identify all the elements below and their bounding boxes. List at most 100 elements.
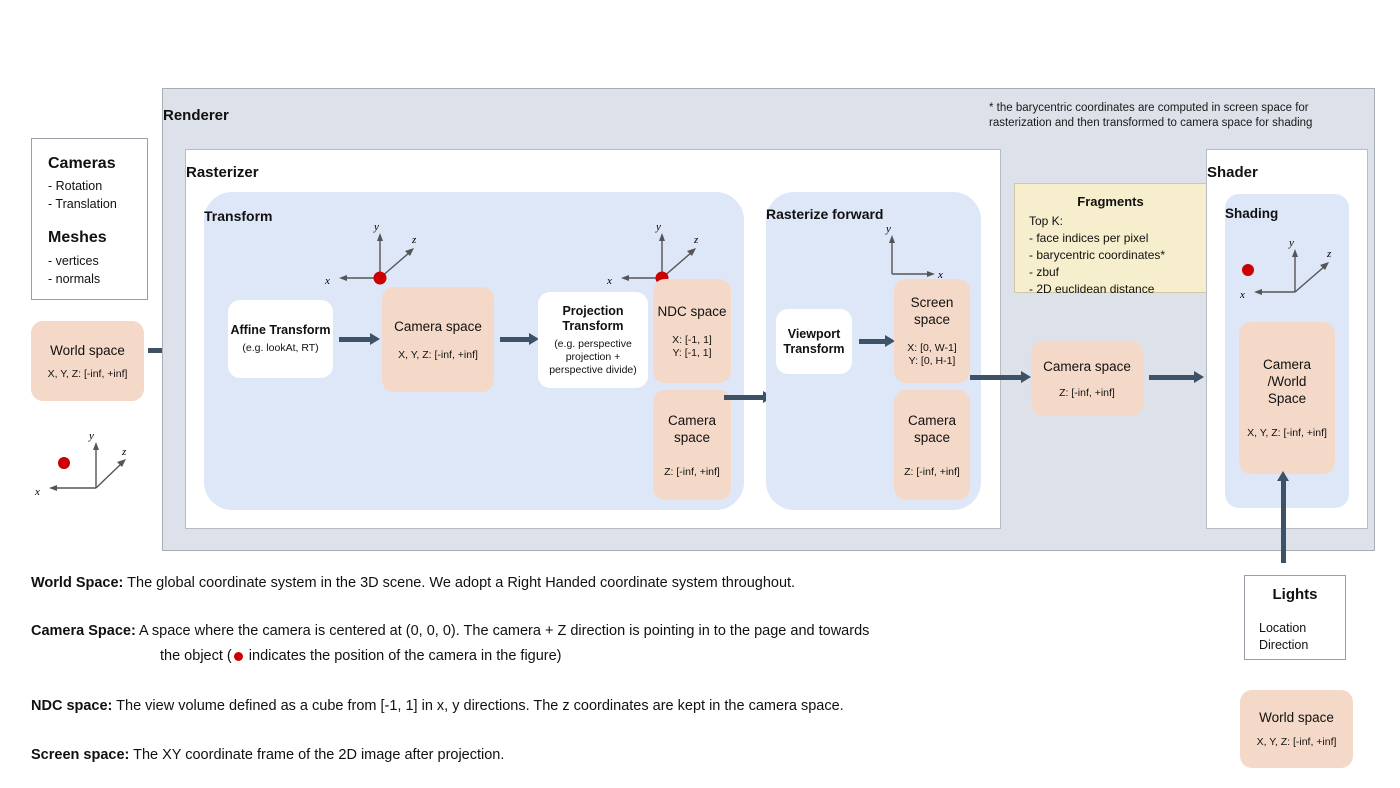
camera-space-title: Camera space [394, 318, 482, 334]
axis-label-y: y [88, 430, 94, 442]
screen-space-title: Screen space [910, 295, 954, 327]
world-space-left-title: World space [50, 342, 125, 358]
arrow-viewport-to-screen [859, 335, 895, 347]
world-axes-gizmo: y x z [34, 430, 127, 498]
affine-transform-title: Affine Transform [230, 323, 331, 337]
camera-world-line3: Space [1267, 391, 1307, 406]
camera-space-rastfwd-title: Camera space [907, 412, 956, 445]
screen-space-box: Screen space X: [0, W-1] Y: [0, H-1] [894, 279, 970, 383]
camera-space-rastfwd-range: Z: [-inf, +inf] [904, 465, 960, 478]
camera-world-range: X, Y, Z: [-inf, +inf] [1247, 427, 1327, 439]
world-space-box-left: World space X, Y, Z: [-inf, +inf] [31, 321, 144, 401]
screen-range-x: X: [0, W-1] [907, 342, 957, 354]
ndc-range-x: X: [-1, 1] [672, 333, 712, 346]
lights-item-direction: Direction [1259, 638, 1309, 652]
screen-axes-gizmo: y x [885, 223, 943, 281]
axis-label-y: y [1288, 237, 1294, 249]
affine-transform-box[interactable]: Affine Transform (e.g. lookAt, RT) [228, 300, 333, 378]
transform-title: Transform [204, 208, 273, 224]
legend-ndc-space-term: NDC space: [31, 698, 113, 714]
camera-space-box-mid: Camera space Z: [-inf, +inf] [1031, 341, 1143, 416]
fragments-box: Fragments Top K: - face indices per pixe… [1014, 183, 1207, 296]
shading-axes-gizmo: y x z [1239, 237, 1332, 301]
lights-title: Lights [1272, 586, 1318, 603]
legend-camera-space: Camera Space: A space where the camera i… [31, 621, 1101, 642]
fragments-item-distance: - 2D euclidean distance [1029, 282, 1155, 296]
axis-label-x: x [606, 275, 612, 287]
camera-space-mid-title: Camera space [1043, 358, 1131, 374]
camera-world-line1: Camera [1262, 357, 1311, 372]
legend-ndc-space-text: The view volume defined as a cube from [… [112, 698, 844, 714]
rasterize-forward-title: Rasterize forward [766, 206, 884, 222]
world-space-box-right: World space X, Y, Z: [-inf, +inf] [1240, 690, 1353, 768]
camera-space-mid-range: Z: [-inf, +inf] [1059, 386, 1115, 399]
transform-panel: Transform y x z [204, 192, 744, 510]
axis-label-x: x [324, 275, 330, 287]
camera-space-range: X, Y, Z: [-inf, +inf] [398, 348, 478, 361]
rasterizer-panel: Rasterizer Transform y x z [185, 149, 1001, 529]
meshes-title: Meshes [48, 229, 107, 246]
meshes-item-vertices: - vertices [48, 254, 99, 268]
projection-transform-box[interactable]: Projection Transform (e.g. perspective p… [538, 292, 648, 388]
arrow-lights-to-shader [1276, 471, 1289, 563]
fragments-item-barycentric: - barycentric coordinates* [1029, 248, 1166, 262]
viewport-transform-title: Viewport Transform [783, 326, 845, 356]
world-space-right-title: World space [1259, 710, 1334, 725]
shader-panel: Shader Shading y x z Camera /World Space [1206, 149, 1368, 529]
red-dot-icon [233, 651, 243, 661]
fragments-lead: Top K: [1029, 214, 1064, 228]
ndc-space-box: NDC space X: [-1, 1] Y: [-1, 1] [653, 279, 731, 383]
shading-title: Shading [1225, 206, 1279, 221]
ndc-range-y: Y: [-1, 1] [672, 346, 712, 359]
axis-label-x: x [937, 269, 943, 281]
lights-item-location: Location [1259, 621, 1307, 635]
fragments-item-faces: - face indices per pixel [1029, 231, 1149, 245]
legend-ndc-space: NDC space: The view volume defined as a … [31, 696, 1101, 717]
axis-label-z: z [121, 446, 127, 458]
arrow-camera-to-projection [500, 333, 539, 345]
camera-space2-range: Z: [-inf, +inf] [664, 465, 720, 478]
arrow-rasterizer-to-camera-space [970, 371, 1031, 383]
camera-world-line2: /World [1267, 374, 1307, 389]
transform-axes-gizmo: y x z [324, 221, 417, 287]
world-space-left-range: X, Y, Z: [-inf, +inf] [47, 367, 128, 380]
world-space-right-range: X, Y, Z: [-inf, +inf] [1256, 736, 1337, 748]
legend-camera-space-line2: the object ( indicates the position of t… [160, 646, 1100, 667]
fragments-title: Fragments [1077, 194, 1144, 209]
legend-camera-line2-pre: the object ( [160, 648, 232, 664]
axis-label-y: y [885, 223, 891, 235]
projection-transform-title: Projection Transform [562, 303, 624, 333]
screen-range-y: Y: [0, H-1] [908, 355, 956, 367]
camera-space-box-rastfwd: Camera space Z: [-inf, +inf] [894, 390, 970, 500]
ndc-space-title: NDC space [657, 303, 727, 319]
camera-space-box-transform: Camera space X, Y, Z: [-inf, +inf] [382, 287, 494, 392]
rasterize-forward-panel: Rasterize forward y x Viewport Transform… [766, 192, 981, 510]
legend-world-space-term: World Space: [31, 575, 124, 591]
axis-label-z: z [1326, 248, 1332, 260]
axis-label-z: z [411, 234, 417, 246]
legend-camera-line2-post: indicates the position of the camera in … [244, 648, 562, 664]
meshes-item-normals: - normals [48, 272, 101, 286]
axis-label-x: x [1239, 289, 1245, 301]
viewport-transform-box[interactable]: Viewport Transform [776, 309, 852, 374]
axis-label-y: y [373, 221, 379, 233]
legend-screen-space-term: Screen space: [31, 747, 130, 763]
arrow-transform-to-rastfwd [724, 391, 773, 403]
fragments-item-zbuf: - zbuf [1029, 265, 1060, 279]
shading-panel: Shading y x z Camera /World Space X, Y, … [1225, 194, 1349, 508]
projection-transform-sub: (e.g. perspective projection + perspecti… [549, 337, 637, 376]
arrow-affine-to-camera [339, 333, 380, 345]
cameras-item-rotation: - Rotation [48, 179, 103, 193]
rasterizer-title: Rasterizer [186, 164, 259, 181]
camera-space2-title-l1: Camera space [667, 412, 716, 445]
legend-world-space-text: The global coordinate system in the 3D s… [123, 575, 796, 591]
affine-transform-sub: (e.g. lookAt, RT) [242, 342, 319, 354]
legend-screen-space-text: The XY coordinate frame of the 2D image … [129, 747, 505, 763]
cameras-item-translation: - Translation [48, 197, 117, 211]
shader-title: Shader [1207, 164, 1258, 181]
axis-label-x: x [34, 486, 40, 498]
legend-world-space: World Space: The global coordinate syste… [31, 573, 1101, 594]
legend-camera-space-text: A space where the camera is centered at … [135, 623, 870, 639]
arrow-camera-space-to-shader [1149, 371, 1204, 383]
renderer-title: Renderer [163, 107, 229, 124]
